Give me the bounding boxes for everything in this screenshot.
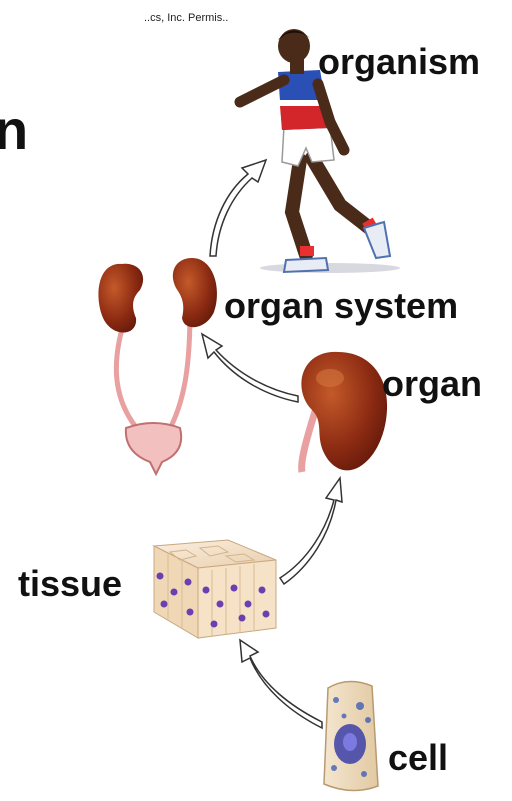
urinary-system-illustration <box>98 258 217 474</box>
tissue-illustration <box>154 540 276 638</box>
label-organ: organ <box>382 366 482 402</box>
label-cell: cell <box>388 740 448 776</box>
cell-illustration <box>324 681 378 790</box>
label-tissue: tissue <box>18 566 122 602</box>
kidney-illustration <box>301 352 387 472</box>
arrow-cell-to-tissue-icon <box>240 640 322 728</box>
label-organism: organism <box>318 44 480 80</box>
arrow-tissue-to-organ-icon <box>280 478 342 584</box>
arrow-system-to-organism-icon <box>210 160 266 256</box>
label-organ-system: organ system <box>224 288 458 324</box>
arrow-organ-to-system-icon <box>202 334 298 402</box>
